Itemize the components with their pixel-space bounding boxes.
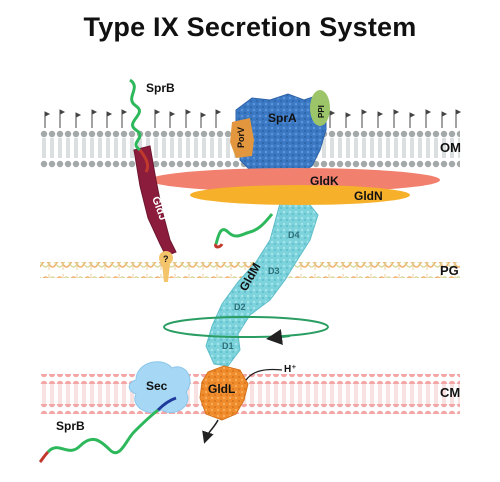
label-gldl: GldL (208, 382, 235, 396)
sprb-bottom-tail (156, 396, 177, 412)
label-question-mark: ? (163, 254, 169, 264)
sprb-top-tail (138, 149, 150, 173)
label-domain-d3: D3 (268, 266, 280, 276)
cytoplasmic-membrane (40, 374, 460, 414)
label-gldk: GldK (310, 174, 339, 188)
gldk-protein (150, 168, 440, 192)
label-porv: PorV (236, 127, 246, 148)
gldm-protein (205, 195, 319, 367)
sprb-top-strand (128, 78, 142, 152)
sprb-bottom-head (38, 450, 50, 464)
label-sprb-top: SprB (146, 81, 175, 95)
label-ppi: PPI (317, 105, 326, 118)
label-domain-d4: D4 (288, 230, 300, 240)
lps-flags (44, 109, 462, 128)
label-spra: SprA (268, 111, 297, 125)
substrate-strand (214, 213, 274, 245)
substrate-strand-tail (214, 243, 224, 249)
porv-protein (230, 118, 254, 158)
export-arrow (202, 419, 219, 444)
label-om: OM (440, 140, 461, 155)
label-proton: H⁺ (284, 364, 297, 375)
diagram-title: Type IX Secretion System (83, 12, 417, 42)
gldl-protein (199, 365, 249, 421)
rotor-ring (163, 316, 329, 338)
label-sprb-bottom: SprB (56, 419, 85, 433)
rotor-arrow (266, 329, 291, 345)
sprb-bottom-strand (46, 408, 159, 455)
proton-flow-arrow (245, 368, 283, 381)
label-domain-d2: D2 (234, 302, 246, 312)
label-domain-d1: D1 (222, 341, 234, 351)
ppi-protein (310, 90, 330, 126)
label-gldn: GldN (354, 189, 383, 203)
label-sec: Sec (146, 379, 168, 393)
label-pg: PG (440, 263, 459, 278)
unknown-anchor (159, 251, 173, 265)
gldj-protein (133, 145, 177, 257)
label-cm: CM (440, 385, 460, 400)
unknown-anchor-stem (162, 264, 170, 282)
gldn-protein (190, 185, 410, 205)
